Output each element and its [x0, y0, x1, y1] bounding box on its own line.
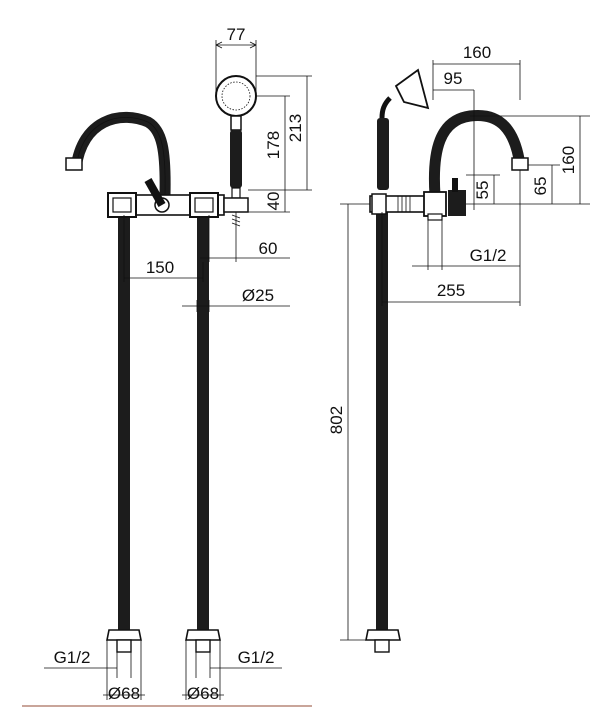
dim-side-65: 65: [531, 177, 550, 196]
dim-side-55: 55: [473, 181, 492, 200]
front-spout-nozzle: [65, 157, 83, 171]
dim-front-left-d68: Ø68: [108, 684, 140, 703]
front-shower-neck: [230, 115, 242, 131]
side-valve-body: [423, 191, 447, 217]
side-spout-nozzle: [511, 157, 529, 171]
side-base: [365, 629, 401, 641]
side-shower-neck: [379, 96, 392, 119]
side-valve-handle: [448, 190, 466, 216]
side-spout: [428, 109, 526, 196]
dim-front-150: 150: [146, 258, 174, 277]
front-shower-holder: [223, 197, 249, 213]
bottom-rule: [22, 705, 312, 707]
dim-front-213: 213: [286, 114, 305, 142]
side-shower-handle: [377, 118, 389, 190]
side-view: 160 95 160 65 55 G1/2 255 802: [327, 43, 590, 653]
dim-side-255: 255: [437, 281, 465, 300]
dim-side-160w: 160: [463, 43, 491, 62]
dim-front-40: 40: [264, 192, 283, 211]
front-lever: [144, 178, 166, 207]
dim-side-802: 802: [327, 406, 346, 434]
dim-side-160h: 160: [559, 146, 578, 174]
dim-side-95: 95: [444, 69, 463, 88]
front-view: 77 178 213 40 60 150 Ø25 G1/2 G1/2 Ø68 Ø…: [44, 25, 312, 703]
dim-front-left-thread: G1/2: [54, 648, 91, 667]
dim-front-right-d68: Ø68: [187, 684, 219, 703]
front-right-pipe: [197, 215, 209, 630]
dim-front-right-thread: G1/2: [238, 648, 275, 667]
dim-front-60: 60: [259, 239, 278, 258]
side-pipe: [376, 212, 388, 630]
dim-side-thread: G1/2: [470, 246, 507, 265]
front-left-base: [106, 629, 142, 641]
front-left-pipe: [118, 215, 130, 630]
side-shower-head: [394, 68, 430, 110]
dim-front-178: 178: [264, 131, 283, 159]
dim-front-77: 77: [227, 25, 246, 44]
front-right-base: [185, 629, 221, 641]
dim-front-d25: Ø25: [242, 286, 274, 305]
front-shower-handle: [230, 130, 242, 188]
